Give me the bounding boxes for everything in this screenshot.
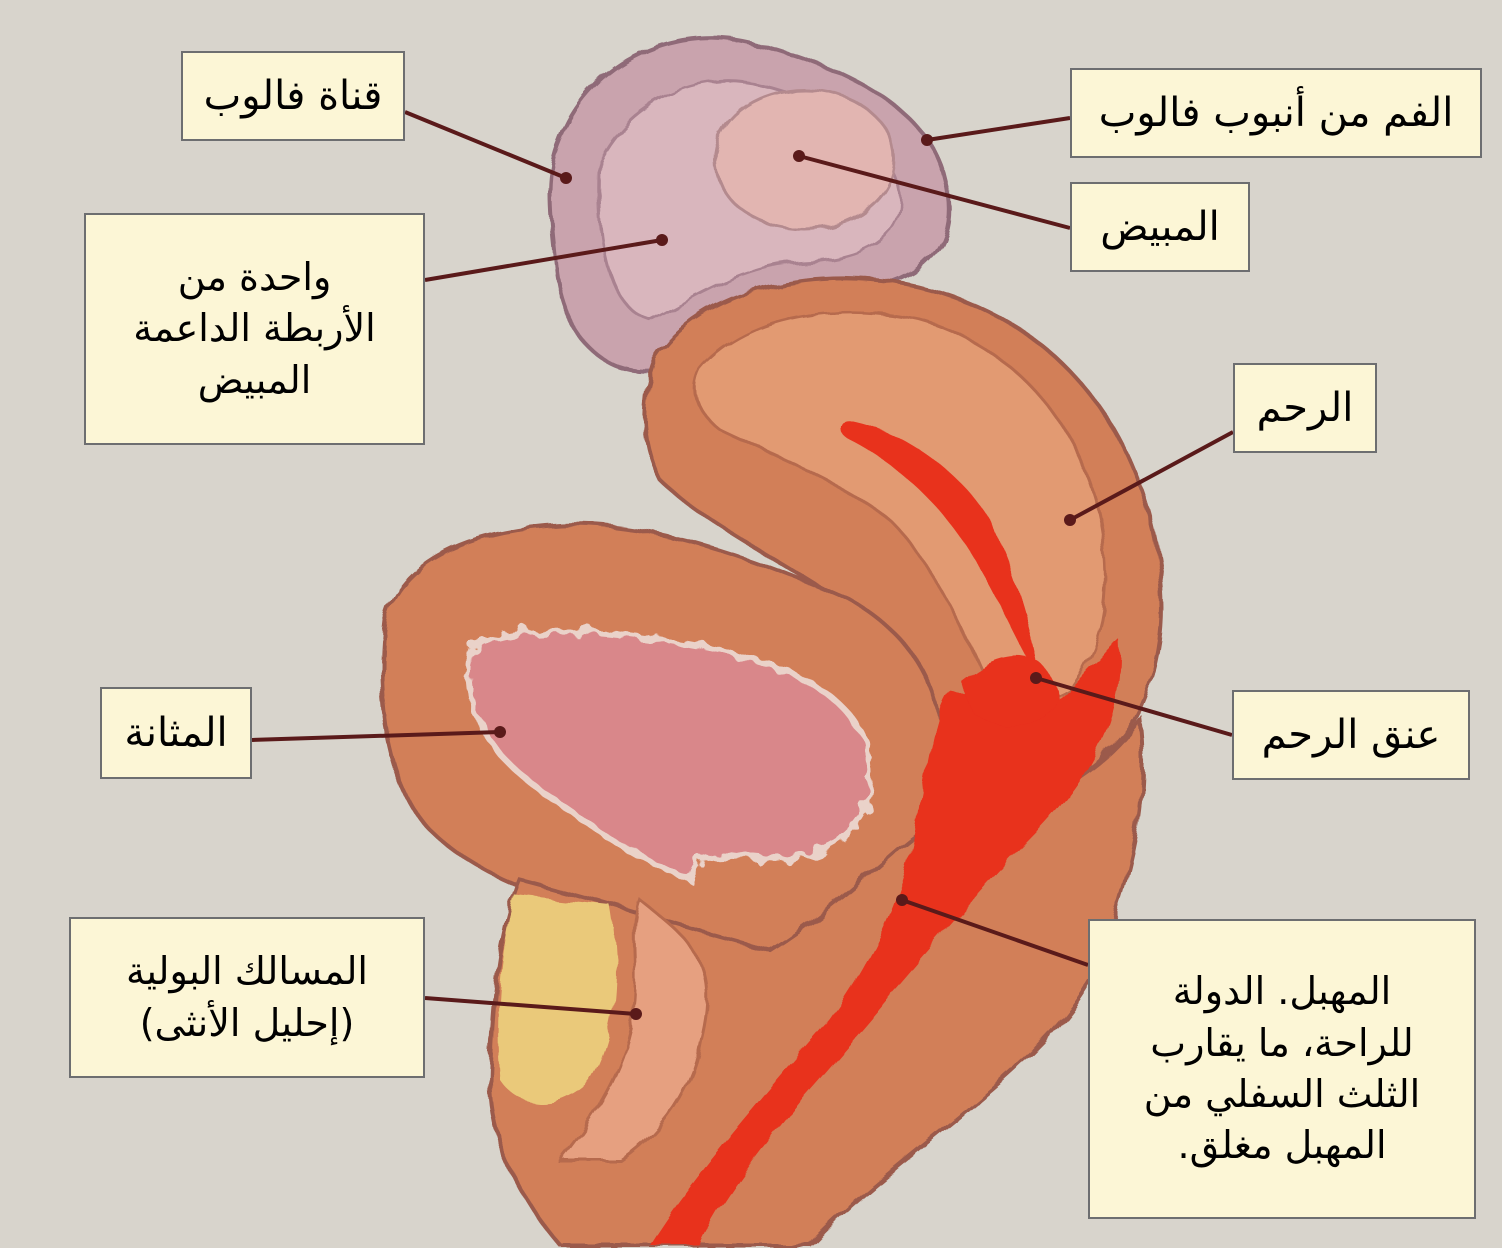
ovary-shape xyxy=(715,90,895,230)
leader-dot xyxy=(1064,514,1076,526)
label-fallopian-tube: قناة فالوب xyxy=(181,51,405,141)
leader-dot xyxy=(630,1008,642,1020)
label-ovary: المبيض xyxy=(1070,182,1250,272)
label-ovary-ligament: واحدة من الأربطة الداعمة المبيض xyxy=(84,213,425,445)
label-urethra: المسالك البولية (إحليل الأنثى) xyxy=(69,917,425,1078)
leader-dot xyxy=(896,894,908,906)
leader-dot xyxy=(560,172,572,184)
label-uterus: الرحم xyxy=(1233,363,1377,453)
label-bladder: المثانة xyxy=(100,687,252,779)
leader-dot xyxy=(494,726,506,738)
leader-dot xyxy=(1030,672,1042,684)
label-vagina: المهبل. الدولة للراحة، ما يقارب الثلث ال… xyxy=(1088,919,1476,1219)
leader-dot xyxy=(656,234,668,246)
label-cervix: عنق الرحم xyxy=(1232,690,1470,780)
label-tube-mouth: الفم من أنبوب فالوب xyxy=(1070,68,1482,158)
leader-dot xyxy=(921,134,933,146)
leader-dot xyxy=(793,150,805,162)
